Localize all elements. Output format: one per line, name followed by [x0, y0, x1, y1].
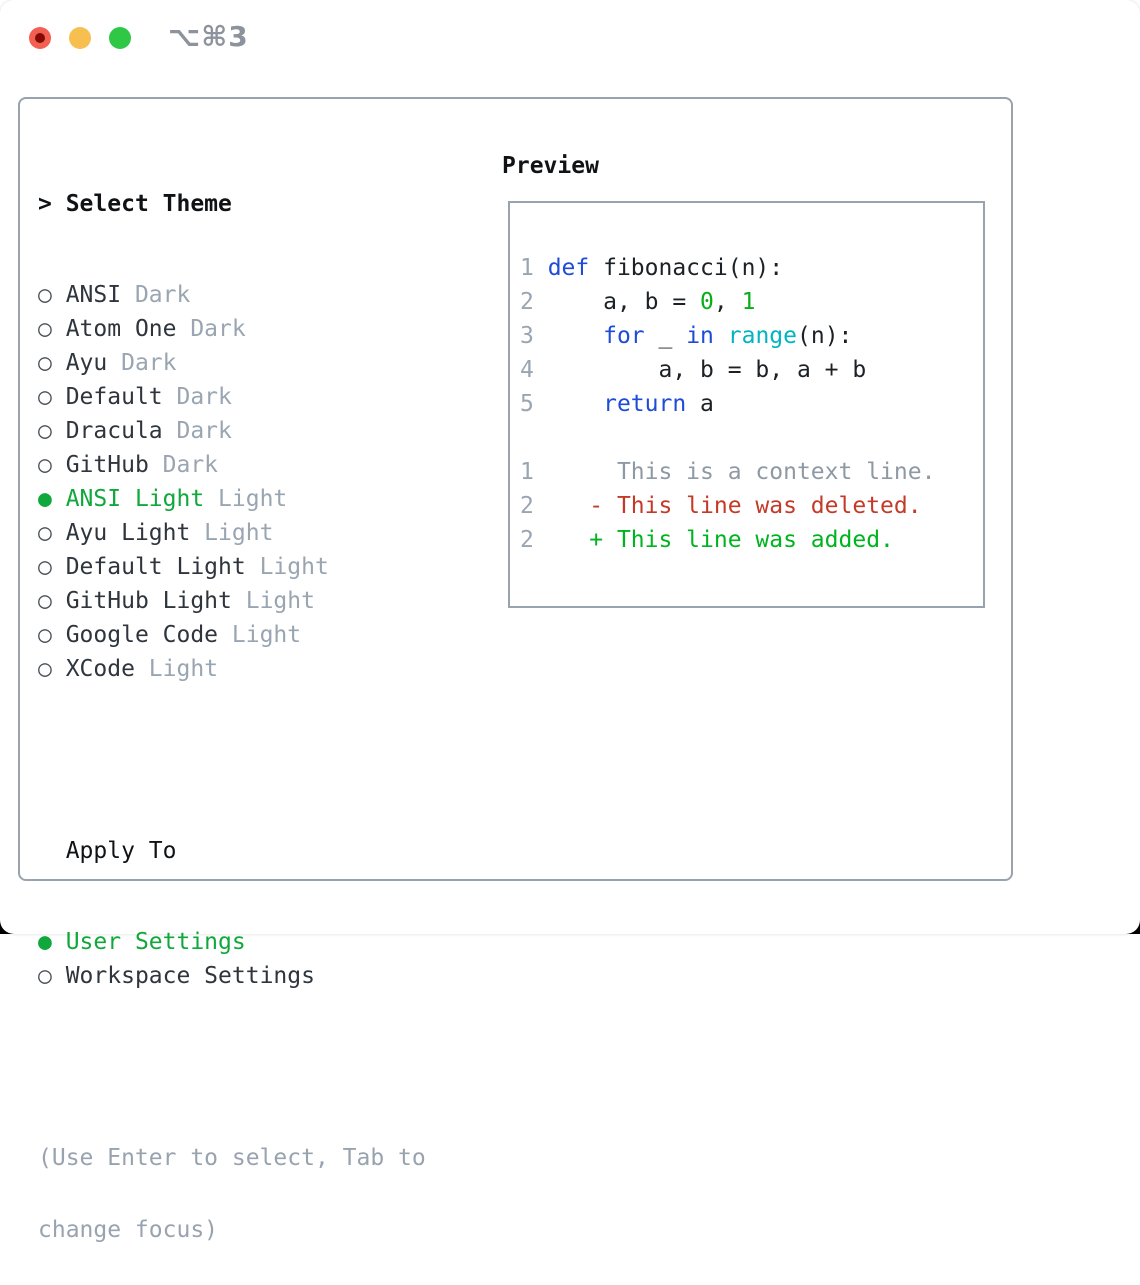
theme-variant-badge: Light — [204, 486, 288, 512]
theme-option[interactable]: ● ANSI Light Light — [38, 482, 426, 516]
close-button[interactable] — [29, 27, 51, 49]
theme-variant-badge: Light — [231, 588, 315, 614]
close-dot-icon — [35, 33, 45, 43]
radio-unselected-icon: ○ — [38, 350, 66, 376]
apply-to-option[interactable]: ○ Workspace Settings — [38, 959, 426, 993]
apply-to-option[interactable]: ● User Settings — [38, 925, 426, 959]
code-line: 3 for _ in range(n): — [520, 323, 853, 349]
radio-unselected-icon: ○ — [38, 452, 66, 478]
apply-to-list: ● User Settings○ Workspace Settings — [38, 925, 426, 993]
titlebar: ⌥⌘3 — [0, 0, 1140, 97]
radio-selected-icon: ● — [38, 929, 66, 955]
code-line: 4 a, b = b, a + b — [520, 357, 867, 383]
radio-unselected-icon: ○ — [38, 316, 66, 342]
preview-title: Preview — [502, 153, 599, 179]
theme-option[interactable]: ○ Default Dark — [38, 380, 426, 414]
theme-name: Google Code — [65, 622, 219, 648]
window-title: ⌥⌘3 — [168, 20, 249, 53]
apply-to-header: Apply To — [65, 838, 177, 864]
theme-option[interactable]: ○ Google Code Light — [38, 618, 426, 652]
minimize-button[interactable] — [69, 27, 91, 49]
radio-unselected-icon: ○ — [38, 520, 66, 546]
radio-unselected-icon: ○ — [38, 588, 66, 614]
code-blank-line — [520, 421, 983, 455]
preview-code: 1 def fibonacci(n): 2 a, b = 0, 1 3 for _ … — [510, 203, 983, 557]
select-theme-header: > Select Theme — [38, 187, 426, 221]
theme-variant-badge: Dark — [121, 282, 191, 308]
app-window: ⌥⌘3 > Select Theme ○ ANSI Dark○ Atom One… — [0, 0, 1140, 1243]
radio-unselected-icon: ○ — [38, 656, 66, 682]
theme-option[interactable]: ○ Ayu Dark — [38, 346, 426, 380]
theme-list: ○ ANSI Dark○ Atom One Dark○ Ayu Dark○ De… — [38, 278, 426, 686]
radio-unselected-icon: ○ — [38, 282, 66, 308]
theme-name: ANSI — [65, 282, 122, 308]
theme-option[interactable]: ○ GitHub Dark — [38, 448, 426, 482]
theme-variant-badge: Dark — [107, 350, 177, 376]
code-line: 1 def fibonacci(n): — [520, 255, 784, 281]
radio-unselected-icon: ○ — [38, 622, 66, 648]
radio-unselected-icon: ○ — [38, 963, 66, 989]
code-line: 5 return a — [520, 391, 714, 417]
theme-variant-badge: Dark — [176, 316, 246, 342]
theme-name: GitHub Light — [65, 588, 232, 614]
zoom-button[interactable] — [109, 27, 131, 49]
code-line: 2 a, b = 0, 1 — [520, 289, 756, 315]
main-panel: > Select Theme ○ ANSI Dark○ Atom One Dar… — [18, 97, 1013, 1243]
theme-variant-badge: Light — [190, 520, 274, 546]
code-line: 2 - This line was deleted. — [520, 493, 922, 519]
theme-name: Default Light — [65, 554, 246, 580]
theme-option[interactable]: ○ XCode Light — [38, 652, 426, 686]
theme-variant-badge: Light — [245, 554, 329, 580]
radio-unselected-icon: ○ — [38, 418, 66, 444]
theme-name: ANSI Light — [65, 486, 205, 512]
theme-name: Ayu Light — [65, 520, 191, 546]
theme-name: Ayu — [65, 350, 108, 376]
theme-option[interactable]: ○ Atom One Dark — [38, 312, 426, 346]
traffic-lights — [29, 27, 131, 49]
theme-option[interactable]: ○ ANSI Dark — [38, 278, 426, 312]
help-text-line-2: change focus) — [38, 1217, 219, 1243]
apply-to-option-label: User Settings — [65, 929, 246, 955]
theme-variant-badge: Light — [218, 622, 302, 648]
theme-variant-badge: Dark — [162, 418, 232, 444]
apply-to-option-label: Workspace Settings — [65, 963, 315, 989]
radio-selected-icon: ● — [38, 486, 66, 512]
theme-option[interactable]: ○ Dracula Dark — [38, 414, 426, 448]
prompt-icon: > — [38, 191, 66, 217]
theme-variant-badge: Dark — [162, 384, 232, 410]
theme-option[interactable]: ○ Ayu Light Light — [38, 516, 426, 550]
help-text-line-1: (Use Enter to select, Tab to — [38, 1145, 426, 1171]
theme-name: Dracula — [65, 418, 163, 444]
radio-unselected-icon: ○ — [38, 554, 66, 580]
radio-unselected-icon: ○ — [38, 384, 66, 410]
preview-box: 1 def fibonacci(n): 2 a, b = 0, 1 3 for _ … — [508, 201, 985, 608]
code-line: 1 This is a context line. — [520, 459, 936, 485]
spacer — [38, 1050, 426, 1084]
theme-name: XCode — [65, 656, 135, 682]
theme-selector-column: > Select Theme ○ ANSI Dark○ Atom One Dar… — [38, 149, 426, 1285]
theme-variant-badge: Dark — [148, 452, 219, 478]
theme-option[interactable]: ○ GitHub Light Light — [38, 584, 426, 618]
code-line: 2 + This line was added. — [520, 527, 894, 553]
theme-option[interactable]: ○ Default Light Light — [38, 550, 426, 584]
theme-name: Default — [65, 384, 163, 410]
theme-name: Atom One — [65, 316, 177, 342]
theme-variant-badge: Light — [134, 656, 219, 682]
theme-name: GitHub — [65, 452, 149, 478]
spacer — [38, 743, 426, 777]
select-theme-label: Select Theme — [65, 191, 232, 217]
